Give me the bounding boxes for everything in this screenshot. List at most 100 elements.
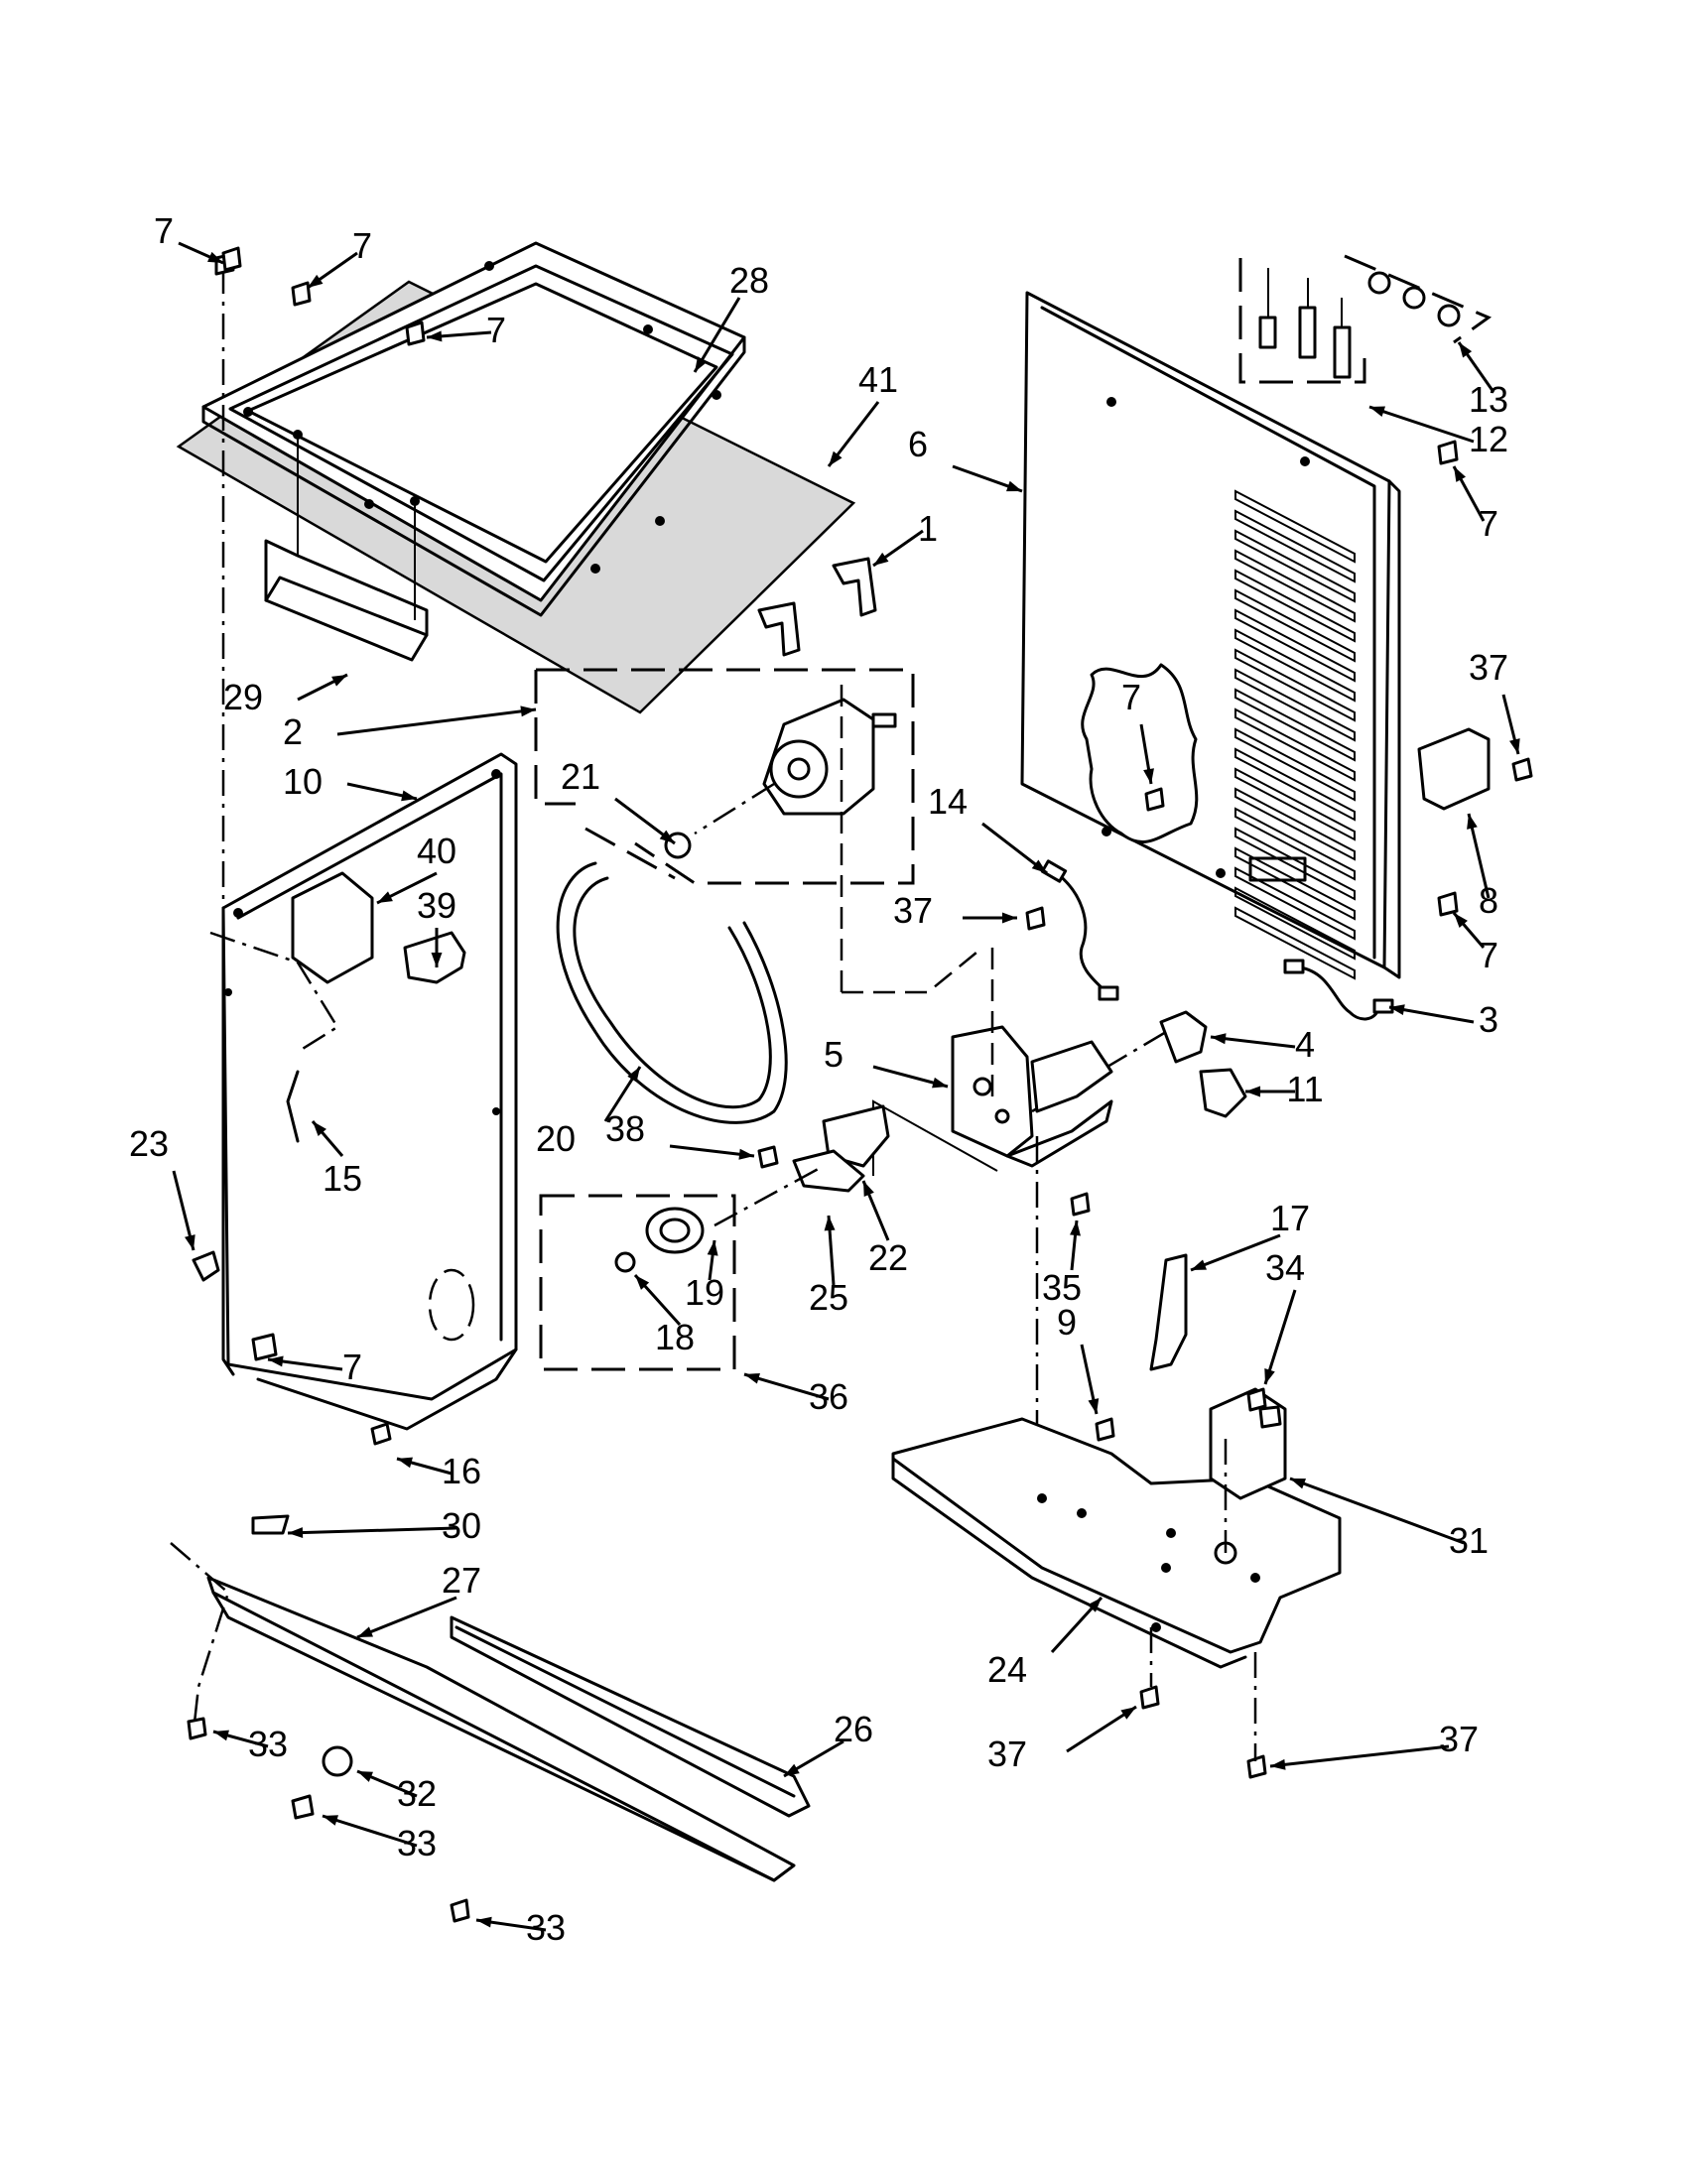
arrowhead-c17 (1191, 1259, 1207, 1270)
callout-c37c: 37 (987, 1734, 1027, 1774)
arrowhead-c28 (695, 356, 708, 372)
arrowhead-c33c (476, 1916, 492, 1928)
idler-arm (822, 1104, 890, 1168)
arrowhead-c21 (659, 830, 675, 843)
callout-c34: 34 (1265, 1247, 1305, 1288)
arrowhead-c39 (431, 952, 443, 967)
top-panel (176, 241, 856, 714)
base-brackets (1149, 1253, 1287, 1553)
callout-c31: 31 (1449, 1520, 1489, 1561)
callout-c26: 26 (834, 1709, 873, 1749)
support-rail (450, 1615, 811, 1818)
callout-c39: 39 (417, 885, 456, 926)
callout-c6: 6 (908, 424, 928, 464)
callout-c41: 41 (858, 359, 898, 400)
louver-slot (1234, 668, 1356, 742)
callout-c2: 2 (283, 711, 303, 752)
arrowhead-c7d (268, 1355, 284, 1367)
arrowhead-c16 (397, 1457, 413, 1469)
callout-c17: 17 (1270, 1198, 1310, 1238)
arrowhead-c10 (401, 790, 417, 802)
screw-9 (1095, 1417, 1115, 1442)
louver-slot (1234, 608, 1356, 683)
arrowhead-c12 (1369, 406, 1385, 417)
leader-c33b (322, 1814, 418, 1848)
louver-slot (1234, 509, 1356, 583)
louver-slot (1234, 906, 1356, 980)
leader-c27 (356, 1596, 457, 1639)
leader-c37d (1269, 1744, 1450, 1768)
arrowhead-c7a (207, 251, 223, 263)
callout-c33c: 33 (526, 1907, 566, 1948)
screw-7-e (1437, 440, 1459, 465)
screw-7-a (221, 246, 242, 272)
louver-slot (1234, 767, 1356, 841)
louver-slot (1234, 569, 1356, 643)
louver-slot (1234, 489, 1356, 564)
arrowhead-c26 (784, 1763, 800, 1776)
arrowhead-c40 (377, 891, 393, 903)
arrowhead-c7c (427, 330, 443, 342)
callout-c7c: 7 (486, 310, 506, 350)
rear-bracket (1417, 727, 1533, 811)
arrowhead-c4 (1211, 1033, 1227, 1045)
callout-c18: 18 (655, 1317, 695, 1357)
screw-7-c (405, 321, 426, 346)
callout-c4: 4 (1295, 1024, 1315, 1065)
leader-c34 (1263, 1289, 1297, 1385)
terminal-block (1238, 254, 1492, 384)
washer (322, 1745, 353, 1777)
callout-c37b: 37 (893, 890, 933, 931)
callout-c1: 1 (918, 508, 938, 549)
arrowhead-c37d (1270, 1758, 1286, 1770)
idler-bracket (872, 948, 1113, 1176)
arrowhead-c15 (313, 1121, 326, 1136)
louver-slot (1234, 827, 1356, 901)
callout-c7d: 7 (342, 1347, 362, 1387)
rear-access-cutout (1081, 663, 1199, 844)
arrowhead-c18 (635, 1275, 650, 1290)
callout-c7g: 7 (1479, 935, 1498, 975)
rear-vent-louvers (1234, 489, 1356, 980)
arrowhead-c19 (707, 1240, 718, 1256)
callout-c9: 9 (1057, 1302, 1077, 1343)
arrowhead-c9 (1088, 1398, 1100, 1414)
callout-c15: 15 (323, 1158, 362, 1199)
arrowhead-c33b (323, 1815, 338, 1826)
louver-slot (1234, 727, 1356, 802)
motor-clip-right (832, 557, 877, 617)
callout-c7a: 7 (154, 210, 174, 251)
callout-c27: 27 (442, 1560, 481, 1601)
callout-c3: 3 (1479, 999, 1498, 1040)
side-bracket (291, 871, 374, 984)
arrowhead-c37b (1001, 912, 1017, 924)
arrowhead-c2 (520, 706, 536, 717)
louver-slot (1234, 628, 1356, 703)
callout-c8: 8 (1479, 880, 1498, 921)
leader-c17 (1190, 1233, 1281, 1272)
arrowhead-c37a (1509, 738, 1520, 754)
callout-c14: 14 (928, 781, 968, 822)
mount-bracket-17 (1149, 1253, 1188, 1371)
screw-7-g (1437, 891, 1459, 917)
leader-c30 (287, 1526, 457, 1535)
bracket-31 (1209, 1387, 1287, 1500)
screws (221, 246, 1459, 1779)
callout-c12: 12 (1469, 419, 1508, 459)
louver-slot (1234, 688, 1356, 762)
leader-c31 (1289, 1477, 1465, 1545)
arrowhead-c29 (331, 675, 347, 687)
callout-c16: 16 (442, 1451, 481, 1491)
screw-35 (1070, 1192, 1091, 1217)
screw-7-b (291, 281, 312, 307)
arrowhead-c27 (357, 1626, 373, 1637)
leader-c2 (336, 707, 537, 736)
louver-slot (1234, 529, 1356, 603)
callout-c40: 40 (417, 831, 456, 871)
louver-slot (1234, 886, 1356, 961)
callout-c37a: 37 (1469, 647, 1508, 688)
louver-slot (1234, 747, 1356, 822)
screw-37-d (1246, 1754, 1267, 1779)
callout-c13: 13 (1469, 379, 1508, 420)
